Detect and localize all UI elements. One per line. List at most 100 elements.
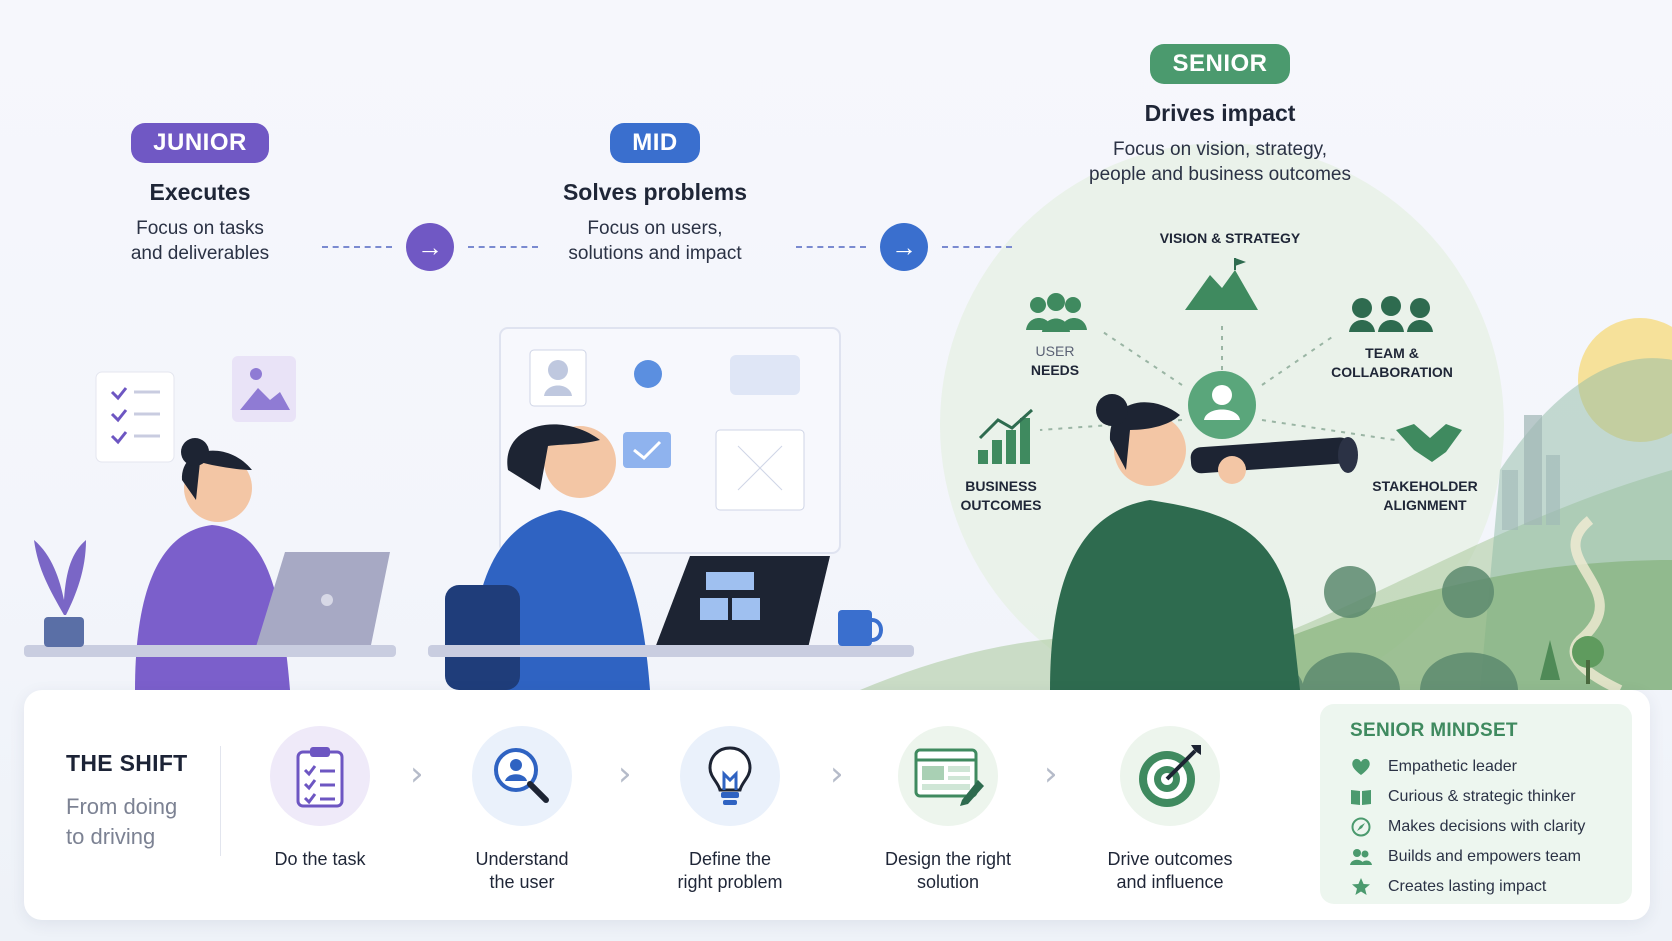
user-needs-icon xyxy=(1026,293,1087,332)
team-collaboration-icon xyxy=(1349,296,1433,332)
shift-step-drive-outcomes: Drive outcomes and influence xyxy=(1070,726,1270,894)
junior-badge: JUNIOR xyxy=(131,123,269,163)
mid-level: MID Solves problems Focus on users, solut… xyxy=(540,123,770,266)
team-collaboration-label: TEAM & COLLABORATION xyxy=(1320,344,1464,382)
divider xyxy=(220,746,221,856)
business-line1: BUSINESS xyxy=(965,478,1037,494)
step-label-line1: Define the xyxy=(688,849,772,869)
senior-level: SENIOR Drives impact Focus on vision, st… xyxy=(1060,44,1380,187)
step-label: Define the right problem xyxy=(630,848,830,894)
business-outcomes-icon xyxy=(978,408,1034,464)
mid-desc-line2: solutions and impact xyxy=(568,243,742,264)
dotted-line xyxy=(942,246,1012,248)
magnifier-user-icon xyxy=(472,726,572,826)
mid-desc-line1: Focus on users, xyxy=(587,218,723,239)
business-outcomes-label: BUSINESS OUTCOMES xyxy=(955,477,1047,515)
lightbulb-icon xyxy=(680,726,780,826)
shift-step-define-problem: Define the right problem xyxy=(630,726,830,894)
chevron-right-icon: › xyxy=(830,754,844,794)
team-icon xyxy=(1350,846,1372,868)
dotted-line xyxy=(796,246,866,248)
senior-title: Drives impact xyxy=(1144,100,1296,126)
design-window-icon xyxy=(898,726,998,826)
step-label: Do the task xyxy=(220,848,420,871)
step-label: Design the right solution xyxy=(848,848,1048,894)
star-icon xyxy=(1350,876,1372,898)
team-line2: COLLABORATION xyxy=(1331,364,1453,380)
mindset-list: Empathetic leader Curious & strategic th… xyxy=(1350,752,1632,902)
list-item: Creates lasting impact xyxy=(1350,872,1632,902)
mid-description: Focus on users, solutions and impact xyxy=(540,216,770,266)
list-item: Empathetic leader xyxy=(1350,752,1632,782)
list-item: Makes decisions with clarity xyxy=(1350,812,1632,842)
senior-desc-line1: Focus on vision, strategy, xyxy=(1112,139,1328,160)
shift-subtitle-line2: to driving xyxy=(66,824,156,849)
shift-step-design-solution: Design the right solution xyxy=(848,726,1048,894)
shift-step-do-task: Do the task xyxy=(220,726,420,871)
step-label-line1: Design the right xyxy=(884,849,1012,869)
dotted-line xyxy=(468,246,538,248)
mindset-item-label: Curious & strategic thinker xyxy=(1388,788,1576,805)
step-label-line2: the user xyxy=(489,872,555,892)
arrow-right-icon: → xyxy=(406,223,454,271)
junior-title: Executes xyxy=(149,179,251,205)
chevron-right-icon: › xyxy=(618,754,632,794)
arrow-right-icon: → xyxy=(880,223,928,271)
compass-icon xyxy=(1350,816,1372,838)
shift-subtitle-line1: From doing xyxy=(66,794,178,819)
shift-step-understand-user: Understand the user xyxy=(422,726,622,894)
step-label-line1: Drive outcomes xyxy=(1107,849,1233,869)
junior-person-illustration xyxy=(24,356,396,690)
book-icon xyxy=(1350,786,1372,808)
stakeholder-alignment-label: STAKEHOLDER ALIGNMENT xyxy=(1370,477,1480,515)
step-label-line2: solution xyxy=(916,872,980,892)
mid-title: Solves problems xyxy=(562,179,748,205)
mindset-item-label: Empathetic leader xyxy=(1388,758,1517,775)
senior-description: Focus on vision, strategy, people and bus… xyxy=(1060,137,1380,187)
step-label: Drive outcomes and influence xyxy=(1070,848,1270,894)
clipboard-checklist-icon xyxy=(270,726,370,826)
target-icon xyxy=(1120,726,1220,826)
shift-title: THE SHIFT xyxy=(66,750,188,776)
step-label-line2: right problem xyxy=(677,872,783,892)
mindset-item-label: Makes decisions with clarity xyxy=(1388,818,1586,835)
user-needs-label: USER NEEDS xyxy=(1010,342,1100,380)
shift-subtitle: From doing to driving xyxy=(66,792,206,852)
junior-to-mid-arrow: → xyxy=(322,223,538,271)
step-label-line1: Do the task xyxy=(274,849,366,869)
the-shift-panel: THE SHIFT From doing to driving Do the ta… xyxy=(24,690,1650,920)
team-line1: TEAM & xyxy=(1365,345,1419,361)
mindset-item-label: Builds and empowers team xyxy=(1388,848,1581,865)
mid-badge: MID xyxy=(610,123,700,163)
senior-mindset-box: SENIOR MINDSET Empathetic leader Curious… xyxy=(1320,704,1632,904)
list-item: Curious & strategic thinker xyxy=(1350,782,1632,812)
senior-person-illustration xyxy=(1050,394,1358,690)
handshake-icon xyxy=(1396,424,1462,462)
senior-badge: SENIOR xyxy=(1150,44,1290,84)
business-line2: OUTCOMES xyxy=(960,497,1042,513)
user-needs-line2: NEEDS xyxy=(1030,362,1080,378)
stakeholder-line1: STAKEHOLDER xyxy=(1372,478,1478,494)
vision-strategy-label: VISION & STRATEGY xyxy=(1159,230,1301,246)
chevron-right-icon: › xyxy=(1044,754,1058,794)
list-item: Builds and empowers team xyxy=(1350,842,1632,872)
chevron-right-icon: › xyxy=(410,754,424,794)
mindset-item-label: Creates lasting impact xyxy=(1388,878,1547,895)
mid-person-illustration xyxy=(428,327,914,690)
dotted-line xyxy=(322,246,392,248)
step-label-line2: and influence xyxy=(1116,872,1224,892)
heart-icon xyxy=(1350,756,1372,778)
step-label-line1: Understand xyxy=(475,849,569,869)
senior-desc-line2: people and business outcomes xyxy=(1089,164,1351,185)
junior-desc-line1: Focus on tasks xyxy=(136,218,264,239)
mountain-flag-icon xyxy=(1185,258,1258,310)
step-label: Understand the user xyxy=(422,848,622,894)
user-needs-line1: USER xyxy=(1035,343,1075,359)
mindset-title: SENIOR MINDSET xyxy=(1350,720,1518,741)
stakeholder-line2: ALIGNMENT xyxy=(1383,497,1467,513)
mid-to-senior-arrow: → xyxy=(796,223,1012,271)
